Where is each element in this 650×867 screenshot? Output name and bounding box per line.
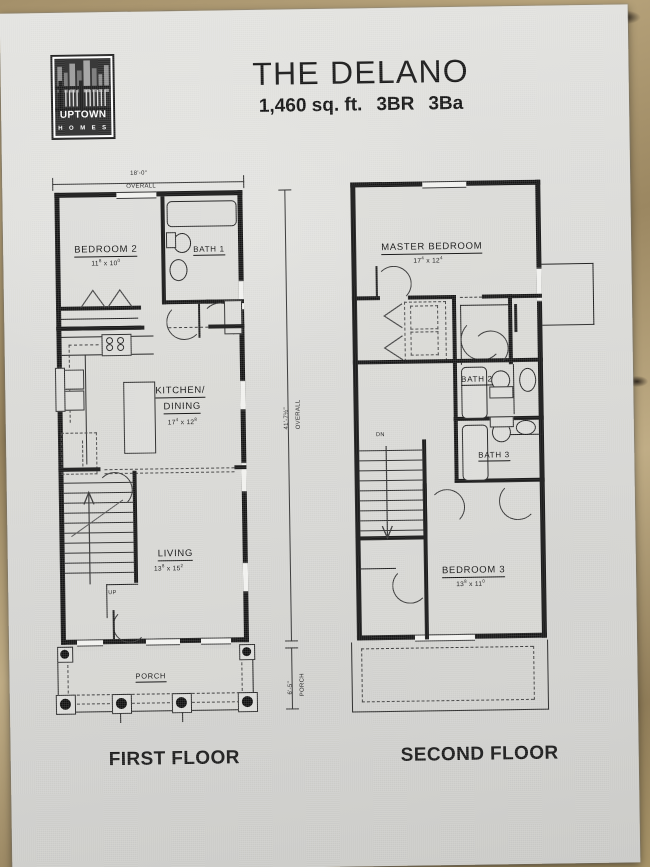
dim-depth-tick-top xyxy=(278,189,292,191)
porch-below-outline-top xyxy=(361,645,534,650)
uptown-homes-logo: UPTOWN H O M E S xyxy=(50,54,116,140)
laundry-closet-outline xyxy=(403,301,447,362)
porch-column-dot xyxy=(242,647,252,657)
wall-kitchen-living-right xyxy=(234,465,247,470)
room-label-dining: DINING xyxy=(163,400,202,414)
dim-porch-line xyxy=(291,647,294,710)
wall-kitchen-living-left xyxy=(58,467,101,472)
kitchen-sink-basin-2 xyxy=(62,390,85,411)
porch-below-outline-bottom xyxy=(361,698,534,703)
toilet-tank-bath1 xyxy=(165,232,177,249)
porch-column-dot xyxy=(241,696,253,708)
bathtub-bath1 xyxy=(166,200,237,228)
room-label-bedroom-3: BEDROOM 3 xyxy=(441,564,506,578)
room-label-master-bedroom: MASTER BEDROOM xyxy=(381,240,483,255)
dim-width-note: OVERALL xyxy=(126,183,157,190)
toilet-tank-bath2 xyxy=(489,386,514,399)
dim-width-value: 18'-0" xyxy=(130,170,148,177)
dim-porch-tick-top xyxy=(285,647,299,649)
room-label-kitchen: KITCHEN/ xyxy=(155,384,206,398)
logo-text-homes: H O M E S xyxy=(58,125,109,132)
floor-plan-sheet: UPTOWN H O M E S THE DELANO 1,460 sq. ft… xyxy=(0,4,641,867)
dim-tick-left xyxy=(52,177,54,191)
wall-kitchen-top-right xyxy=(208,324,245,329)
dim-porch-value: 6'-5" xyxy=(287,680,294,695)
room-dim-living: 138 x 152 xyxy=(153,563,184,573)
porch-below-edge-left xyxy=(351,642,354,713)
subtitle-area: 1,460 sq. ft. xyxy=(258,94,363,117)
porch-below-outline-right xyxy=(533,645,535,700)
dim-tick-right xyxy=(243,175,245,189)
second-floor-plan: MASTER BEDROOM 174 x 124 xyxy=(340,157,598,721)
room-label-living: LIVING xyxy=(157,547,194,561)
logo-text-uptown: UPTOWN xyxy=(59,109,107,121)
dim-depth-value: 41'-7½" xyxy=(283,407,290,430)
stair-down-arrow-icon xyxy=(381,446,393,540)
window-living-front xyxy=(145,638,181,646)
toilet-tank-bath3 xyxy=(489,416,514,428)
kitchen-sink-basin-1 xyxy=(61,369,85,390)
dim-porch-note: PORCH xyxy=(299,673,306,697)
room-dim-kitchen: 174 x 128 xyxy=(167,416,198,427)
cooktop-burners-icon xyxy=(106,336,125,352)
room-label-bath-3: BATH 3 xyxy=(478,450,510,462)
lavatory-bath1 xyxy=(169,258,188,282)
bifold-door-icon xyxy=(80,288,133,308)
window-right-mid xyxy=(240,380,246,411)
lavatory-bath2 xyxy=(518,367,537,393)
porch-column-dot xyxy=(60,649,70,659)
stair-label-up: UP xyxy=(108,590,117,597)
porch-column-dot xyxy=(115,697,127,710)
porch-below-edge-right xyxy=(547,639,550,710)
stair-label-dn: DN xyxy=(375,432,385,439)
bumpout-outline-right xyxy=(592,262,595,325)
window-right-living xyxy=(242,562,249,593)
room-label-porch: PORCH xyxy=(135,671,167,683)
room-dim-bedroom-2: 118 x 100 xyxy=(91,257,121,268)
window-living-front-3 xyxy=(76,639,104,647)
porch-step-mark-2 xyxy=(182,712,184,723)
porch-below-outline-left xyxy=(361,648,363,703)
room-label-bath-1: BATH 1 xyxy=(193,244,225,256)
first-floor-plan: 18'-0" OVERALL 41'-7½" OVERALL 6'-5" POR… xyxy=(44,161,307,725)
door-leaf-front xyxy=(112,610,115,641)
caption-first-floor: FIRST FLOOR xyxy=(108,747,240,771)
linen-closet-door xyxy=(514,304,518,333)
dim-porch-tick-bot xyxy=(286,708,300,710)
subtitle-baths: 3Ba xyxy=(428,92,464,115)
wall-master-bottom-2 xyxy=(407,294,456,300)
porch-railing-icon xyxy=(54,80,112,116)
stair-up-arrow-icon xyxy=(71,490,124,585)
room-dim-master-bedroom: 174 x 124 xyxy=(413,255,443,265)
window-living-front-2 xyxy=(200,637,232,645)
subtitle-beds: 3BR xyxy=(376,93,415,116)
plan-title: THE DELANO xyxy=(252,52,470,92)
window-master-front xyxy=(422,180,467,189)
window-bedroom2-front xyxy=(116,191,157,199)
bumpout-outline-bottom xyxy=(542,323,595,326)
porch-below-edge-bottom xyxy=(352,708,550,713)
dim-depth-tick-bot xyxy=(285,640,299,642)
dim-depth-note: OVERALL xyxy=(295,399,302,430)
plan-subtitle: 1,460 sq. ft. 3BR 3Ba xyxy=(191,92,531,119)
kitchen-island xyxy=(123,381,157,454)
bumpout-outline-top xyxy=(541,262,594,265)
room-label-bedroom-2: BEDROOM 2 xyxy=(74,243,138,258)
caption-second-floor: SECOND FLOOR xyxy=(400,742,559,766)
hall-closet xyxy=(223,300,243,335)
room-dim-bedroom-3: 138 x 110 xyxy=(456,578,486,589)
bifold-door-icon xyxy=(383,303,404,361)
room-label-bath-2: BATH 2 xyxy=(461,374,493,386)
sink-window-recess xyxy=(54,367,66,412)
porch-step-mark xyxy=(120,712,122,723)
